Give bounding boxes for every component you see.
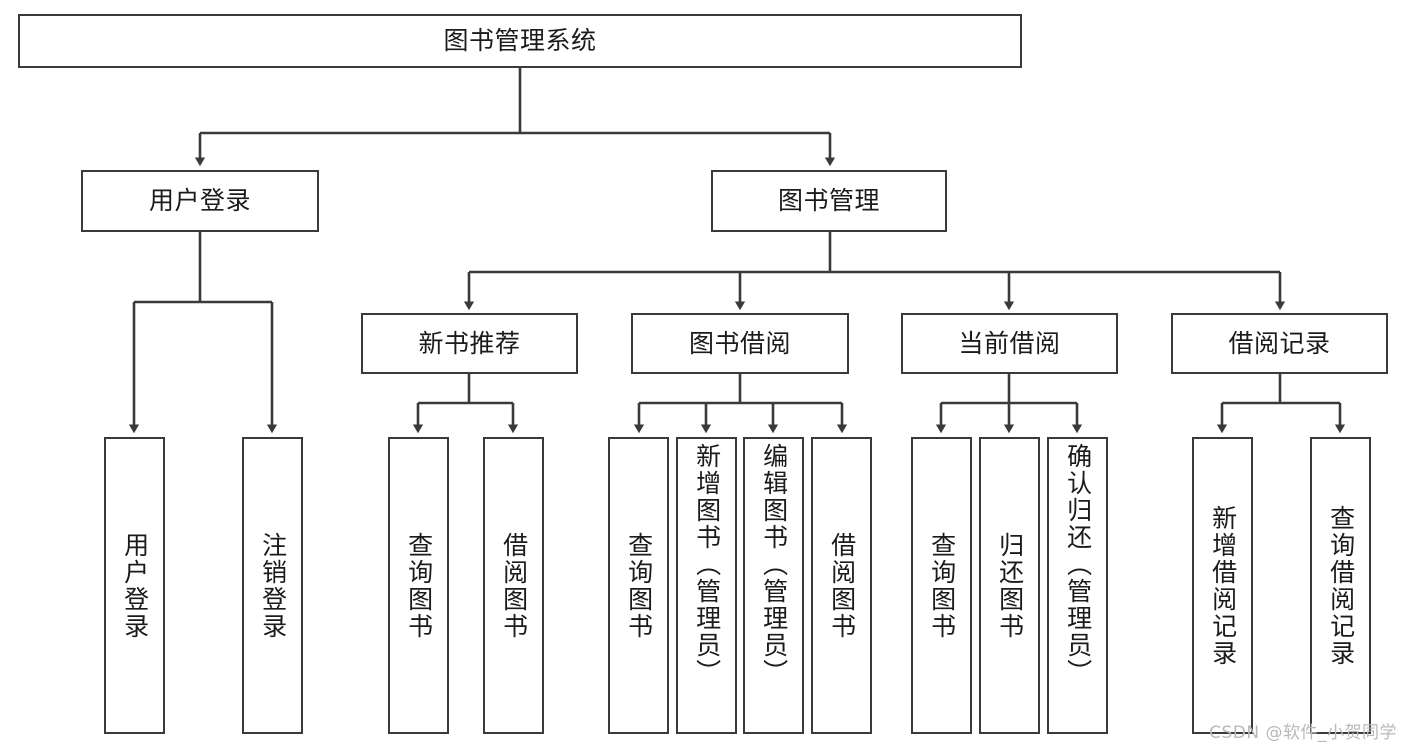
node-label: 注销登录: [258, 531, 288, 640]
leaf-new-book-query[interactable]: 查询图书: [388, 437, 449, 734]
node-label: 确认归还（管理员）: [1063, 443, 1093, 686]
leaf-user-login-logout[interactable]: 注销登录: [242, 437, 303, 734]
node-label: 图书管理: [777, 186, 880, 216]
node-label: 查询图书: [624, 531, 654, 640]
node-label: 查询图书: [927, 531, 957, 640]
node-label: 借阅记录: [1228, 328, 1331, 358]
leaf-book-borrow-edit[interactable]: 编辑图书（管理员）: [743, 437, 804, 734]
node-current-borrow[interactable]: 当前借阅: [901, 313, 1118, 374]
node-label: 借阅图书: [499, 531, 529, 640]
leaf-book-borrow-add[interactable]: 新增图书（管理员）: [676, 437, 737, 734]
leaf-book-borrow-borrow[interactable]: 借阅图书: [811, 437, 872, 734]
node-label: 借阅图书: [827, 531, 857, 640]
leaf-current-borrow-query[interactable]: 查询图书: [911, 437, 972, 734]
node-label: 当前借阅: [958, 328, 1061, 358]
node-label: 新增图书（管理员）: [692, 443, 722, 686]
node-label: 编辑图书（管理员）: [759, 443, 789, 686]
node-book-borrow[interactable]: 图书借阅: [631, 313, 849, 374]
node-new-book-recommend[interactable]: 新书推荐: [361, 313, 578, 374]
node-label: 新增借阅记录: [1208, 504, 1238, 667]
node-label: 归还图书: [995, 531, 1025, 640]
node-borrow-record[interactable]: 借阅记录: [1171, 313, 1388, 374]
node-label: 查询借阅记录: [1326, 504, 1356, 667]
leaf-borrow-record-add[interactable]: 新增借阅记录: [1192, 437, 1253, 734]
node-label: 查询图书: [404, 531, 434, 640]
node-label: 用户登录: [148, 186, 251, 216]
watermark-text: CSDN @软件_小贺同学: [1209, 723, 1397, 743]
node-label: 图书管理系统: [443, 26, 597, 56]
node-book-management[interactable]: 图书管理: [711, 170, 947, 232]
node-user-login[interactable]: 用户登录: [81, 170, 319, 232]
node-label: 用户登录: [120, 531, 150, 640]
node-label: 新书推荐: [418, 328, 521, 358]
leaf-current-borrow-confirm-return[interactable]: 确认归还（管理员）: [1047, 437, 1108, 734]
node-root-system[interactable]: 图书管理系统: [18, 14, 1022, 68]
node-label: 图书借阅: [688, 328, 791, 358]
leaf-user-login-login[interactable]: 用户登录: [104, 437, 165, 734]
leaf-book-borrow-query[interactable]: 查询图书: [608, 437, 669, 734]
leaf-new-book-borrow[interactable]: 借阅图书: [483, 437, 544, 734]
leaf-borrow-record-query[interactable]: 查询借阅记录: [1310, 437, 1371, 734]
leaf-current-borrow-return[interactable]: 归还图书: [979, 437, 1040, 734]
